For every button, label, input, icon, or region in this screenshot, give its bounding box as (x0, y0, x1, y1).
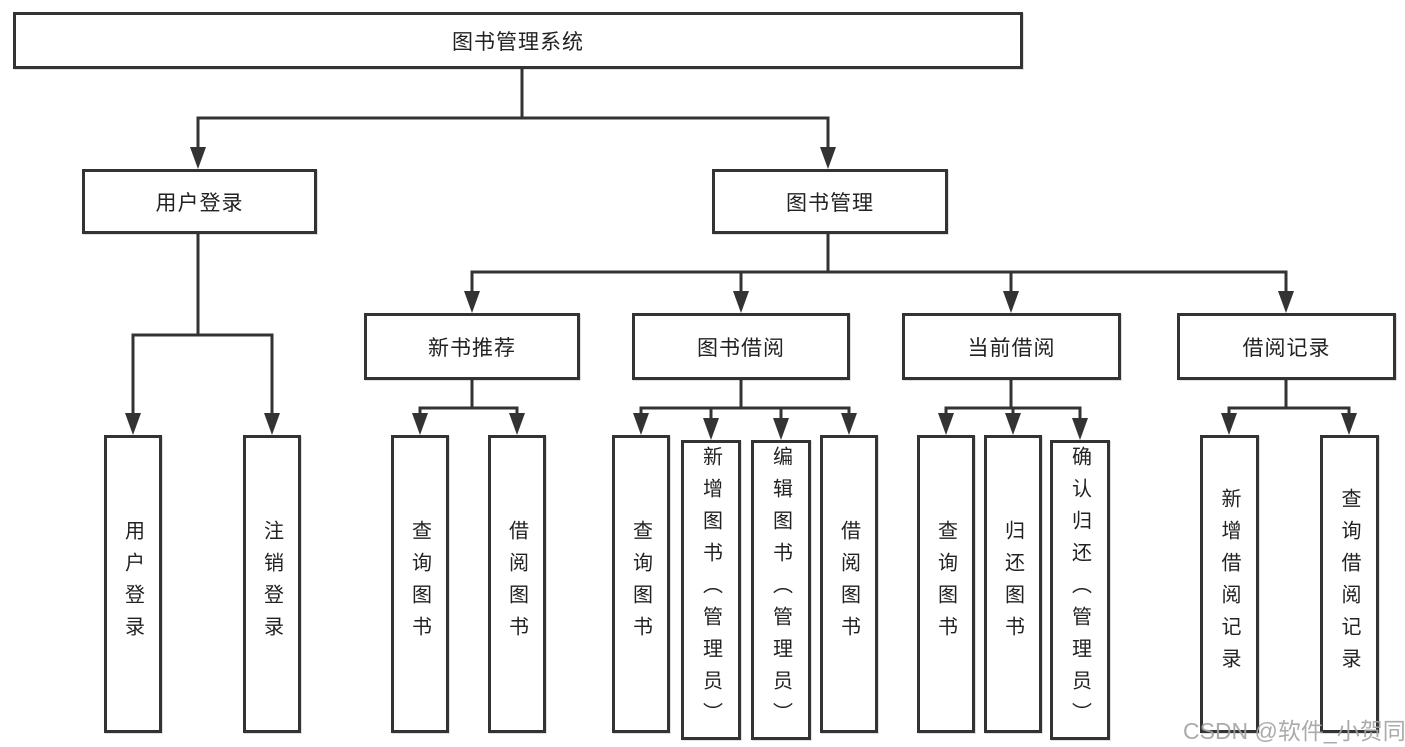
leaf-borrow-add: 新增图书（管理员） (681, 440, 741, 740)
leaf-user-login: 用户登录 (104, 435, 162, 733)
node-borrow-records-label: 借阅记录 (1242, 336, 1331, 360)
leaf-current-query: 查询图书 (917, 435, 975, 733)
leaf-logout-label: 注销登录 (260, 520, 283, 648)
leaf-borrow-borrow: 借阅图书 (820, 435, 878, 733)
node-borrow-records: 借阅记录 (1177, 313, 1396, 380)
leaf-newbook-borrow-label: 借阅图书 (505, 520, 528, 648)
leaf-records-query: 查询借阅记录 (1320, 435, 1379, 733)
leaf-logout: 注销登录 (243, 435, 301, 733)
node-root: 图书管理系统 (13, 12, 1023, 69)
node-current-borrow: 当前借阅 (902, 313, 1121, 380)
leaf-current-return: 归还图书 (984, 435, 1042, 733)
watermark: CSDN @软件_小贺同学 (1183, 718, 1405, 744)
leaf-current-confirm: 确认归还（管理员） (1050, 440, 1110, 740)
leaf-borrow-edit-label: 编辑图书（管理员） (769, 446, 792, 734)
node-current-borrow-label: 当前借阅 (967, 336, 1056, 360)
leaf-newbook-query: 查询图书 (391, 435, 449, 733)
leaf-borrow-borrow-label: 借阅图书 (837, 520, 860, 648)
leaf-records-add: 新增借阅记录 (1200, 435, 1259, 733)
leaf-newbook-query-label: 查询图书 (408, 520, 431, 648)
leaf-newbook-borrow: 借阅图书 (488, 435, 546, 733)
leaf-borrow-query: 查询图书 (612, 435, 670, 733)
leaf-records-query-label: 查询借阅记录 (1338, 488, 1360, 680)
node-user-login: 用户登录 (82, 169, 317, 234)
arrowheads (125, 147, 1357, 440)
node-book-borrow: 图书借阅 (632, 313, 850, 380)
leaf-borrow-edit: 编辑图书（管理员） (751, 440, 811, 740)
node-root-label: 图书管理系统 (452, 30, 584, 54)
leaf-borrow-add-label: 新增图书（管理员） (699, 446, 722, 734)
node-new-books: 新书推荐 (364, 313, 580, 380)
node-book-borrow-label: 图书借阅 (697, 336, 785, 360)
leaf-user-login-label: 用户登录 (121, 520, 144, 648)
node-user-login-label: 用户登录 (155, 191, 244, 215)
node-new-books-label: 新书推荐 (428, 336, 516, 360)
leaf-records-add-label: 新增借阅记录 (1218, 488, 1240, 680)
node-book-mgmt-label: 图书管理 (786, 191, 874, 215)
leaf-current-return-label: 归还图书 (1001, 520, 1024, 648)
leaf-borrow-query-label: 查询图书 (629, 520, 652, 648)
leaf-current-confirm-label: 确认归还（管理员） (1068, 446, 1091, 734)
leaf-current-query-label: 查询图书 (934, 520, 957, 648)
node-book-mgmt: 图书管理 (712, 169, 948, 234)
